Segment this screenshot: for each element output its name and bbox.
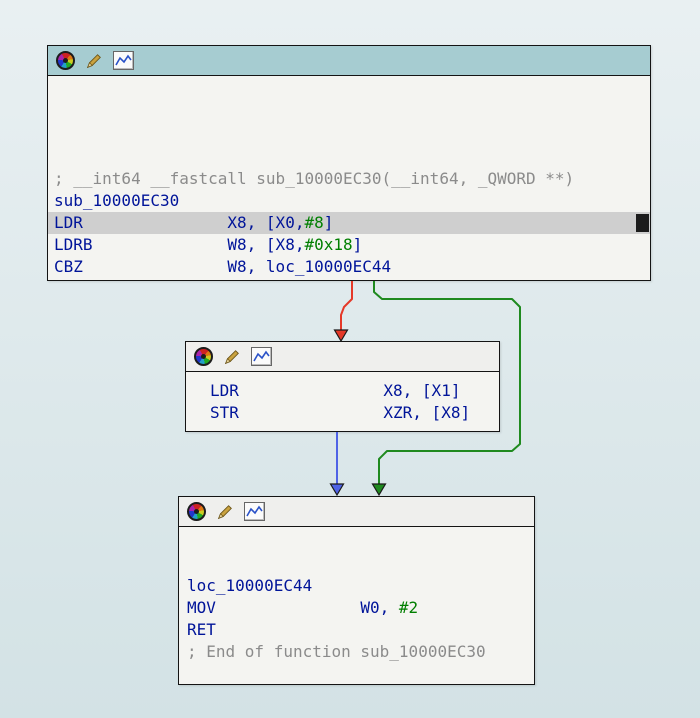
node-titlebar[interactable] [179, 497, 534, 527]
code-segment-code: CBZ W8, loc_10000EC44 [54, 257, 392, 276]
code-line[interactable]: MOV W0, #2 [187, 597, 534, 619]
color-wheel-icon[interactable] [56, 51, 75, 70]
code-segment-number: #0x18 [304, 235, 353, 254]
code-line[interactable] [54, 124, 650, 146]
code-line[interactable]: sub_10000EC30 [54, 190, 650, 212]
mini-chart-glyph [115, 54, 132, 66]
code-segment-comment: ; __int64 __fastcall sub_10000EC30(__int… [54, 169, 575, 188]
code-segment-code: LDRB W8, [X8, [54, 235, 305, 254]
code-segment-code: LDR X8, [X0, [54, 213, 305, 232]
selection-end-marker [636, 214, 649, 232]
block-fallthrough[interactable]: LDR X8, [X1] STR XZR, [X8] [185, 341, 500, 432]
code-line[interactable]: CBZ W8, loc_10000EC44 [54, 256, 650, 278]
code-line[interactable] [187, 553, 534, 575]
block-sub-10000EC30[interactable]: ; __int64 __fastcall sub_10000EC30(__int… [47, 45, 651, 281]
node-code: ; __int64 __fastcall sub_10000EC30(__int… [48, 76, 650, 278]
code-segment-code: STR XZR, [X8] [210, 403, 471, 422]
mini-chart-glyph [246, 505, 263, 517]
code-line[interactable]: ; End of function sub_10000EC30 [187, 641, 534, 663]
code-segment-code: RET [187, 620, 216, 639]
code-line[interactable] [187, 531, 534, 553]
node-titlebar[interactable] [186, 342, 499, 372]
code-line[interactable]: LDR X8, [X1] [210, 380, 499, 402]
edit-icon[interactable] [215, 502, 235, 522]
code-line[interactable]: loc_10000EC44 [187, 575, 534, 597]
edge-flow-blue [329, 432, 345, 497]
code-line-highlighted[interactable]: LDR X8, [X0,#8] [48, 212, 650, 234]
graph-icon[interactable] [113, 51, 134, 70]
code-segment-code: loc_10000EC44 [187, 576, 313, 595]
color-wheel-icon[interactable] [194, 347, 213, 366]
graph-icon[interactable] [244, 502, 265, 521]
pencil-glyph [217, 504, 232, 519]
code-line[interactable] [54, 102, 650, 124]
code-line[interactable]: ; __int64 __fastcall sub_10000EC30(__int… [54, 168, 650, 190]
node-code: LDR X8, [X1] STR XZR, [X8] [186, 372, 499, 424]
edit-icon[interactable] [222, 347, 242, 367]
edit-icon[interactable] [84, 51, 104, 71]
code-segment-code: ] [323, 213, 334, 232]
pencil-glyph [224, 349, 239, 364]
node-titlebar[interactable] [48, 46, 650, 76]
code-segment-code: LDR X8, [X1] [210, 381, 461, 400]
mini-chart-glyph [253, 350, 270, 362]
code-line[interactable] [54, 146, 650, 168]
code-segment-code: ] [352, 235, 363, 254]
code-line[interactable]: RET [187, 619, 534, 641]
code-segment-code: sub_10000EC30 [54, 191, 180, 210]
pencil-glyph [86, 53, 101, 68]
code-segment-number: #8 [304, 213, 324, 232]
edge-fallthrough-red [333, 281, 353, 343]
code-line[interactable] [54, 80, 650, 102]
graph-icon[interactable] [251, 347, 272, 366]
code-segment-number: #2 [398, 598, 419, 617]
code-line[interactable]: STR XZR, [X8] [210, 402, 499, 424]
code-segment-code: MOV W0, [187, 598, 399, 617]
code-segment-comment: ; End of function sub_10000EC30 [187, 642, 486, 661]
color-wheel-icon[interactable] [187, 502, 206, 521]
code-line[interactable]: LDRB W8, [X8,#0x18] [54, 234, 650, 256]
